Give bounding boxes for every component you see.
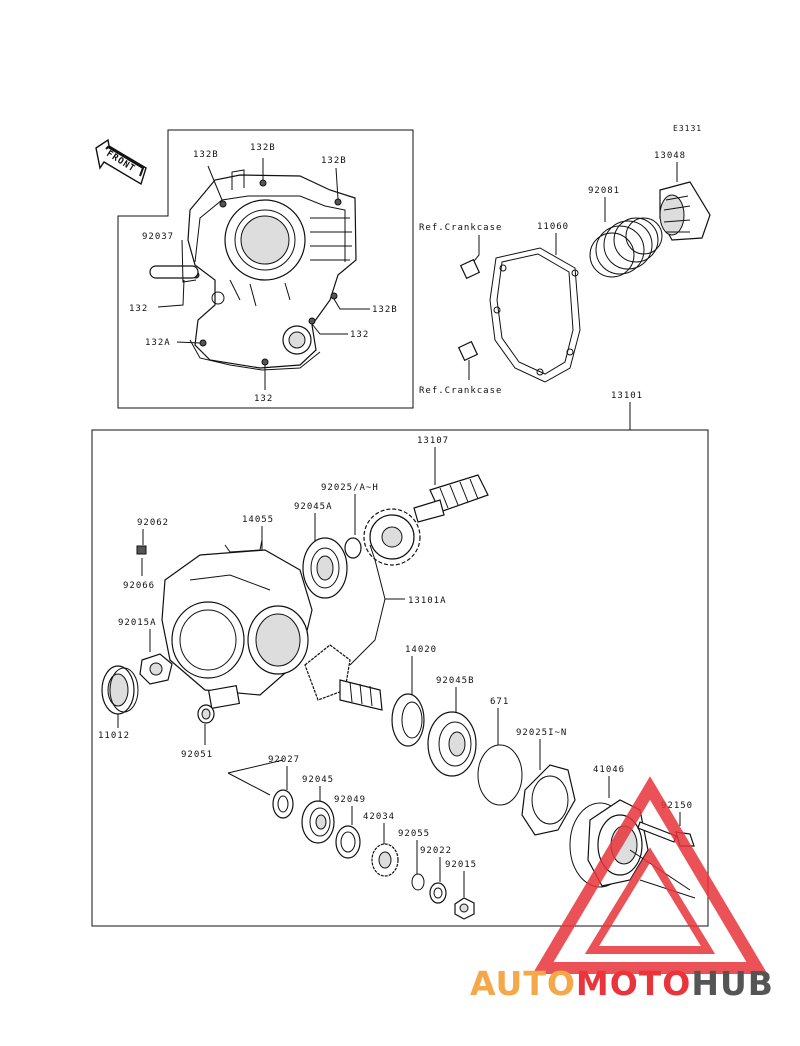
label-92055: 92055 xyxy=(398,829,430,839)
label-11060: 11060 xyxy=(537,222,569,232)
label-ref-crankcase-bottom: Ref.Crankcase xyxy=(419,386,502,396)
label-132a: 132A xyxy=(145,338,171,348)
label-92027: 92027 xyxy=(268,755,300,765)
washer-92022-drawing xyxy=(429,882,447,904)
label-132b-3: 132B xyxy=(321,156,347,166)
o-ring-671-drawing xyxy=(477,744,523,806)
crankcase-cover-drawing xyxy=(149,169,357,371)
diagram-code: E3131 xyxy=(673,124,702,133)
plug-92062-drawing xyxy=(136,545,147,555)
nut-92051-drawing xyxy=(197,704,215,724)
label-92025in: 92025I~N xyxy=(516,728,567,738)
coupling-13048-drawing xyxy=(659,181,711,241)
bearing-92045b-drawing xyxy=(427,711,477,777)
watermark-moto: MOTO xyxy=(576,964,691,1003)
label-92150: 92150 xyxy=(661,801,693,811)
watermark-text: AUTOMOTOHUB xyxy=(470,964,774,1003)
label-92015a: 92015A xyxy=(118,618,157,628)
label-92025ah: 92025/A~H xyxy=(321,483,379,493)
watermark-triangle-icon xyxy=(532,776,768,974)
nut-92015a-drawing xyxy=(139,653,173,685)
label-ref-crankcase-top: Ref.Crankcase xyxy=(419,223,502,233)
dowel-top-drawing xyxy=(459,258,481,280)
shim-92025in-drawing xyxy=(521,764,576,836)
label-92037: 92037 xyxy=(142,232,174,242)
pinion-shaft-13107-drawing xyxy=(413,474,489,523)
dowel-bottom-drawing xyxy=(457,340,479,362)
label-92066: 92066 xyxy=(123,581,155,591)
watermark-hub: HUB xyxy=(691,964,774,1003)
label-92051: 92051 xyxy=(181,750,213,760)
label-11012: 11012 xyxy=(98,731,130,741)
label-92015: 92015 xyxy=(445,860,477,870)
label-132b-4: 132B xyxy=(372,305,398,315)
bearing-92045a-drawing xyxy=(302,537,362,599)
label-13101a: 13101A xyxy=(408,596,447,606)
label-92022: 92022 xyxy=(420,846,452,856)
label-132b-2: 132B xyxy=(250,143,276,153)
label-14020: 14020 xyxy=(405,645,437,655)
label-92062: 92062 xyxy=(137,518,169,528)
label-92045: 92045 xyxy=(302,775,334,785)
main-assembly-frame xyxy=(91,429,709,927)
gear-92025-drawing xyxy=(363,508,421,566)
label-132-1: 132 xyxy=(129,304,148,314)
nut-92015-drawing xyxy=(454,897,475,920)
label-132b-1: 132B xyxy=(193,150,219,160)
gear-42034-drawing xyxy=(371,843,399,877)
label-13048: 13048 xyxy=(654,151,686,161)
label-41046: 41046 xyxy=(593,765,625,775)
label-132-2: 132 xyxy=(350,330,369,340)
label-671: 671 xyxy=(490,697,509,707)
cover-inset-frame xyxy=(117,129,414,409)
spring-92081-drawing xyxy=(589,217,663,278)
washer-92027-drawing xyxy=(272,789,294,819)
label-92045b: 92045B xyxy=(436,676,475,686)
watermark-auto: AUTO xyxy=(470,964,576,1003)
ring-92055-drawing xyxy=(411,873,425,891)
front-arrow-icon: FRONT xyxy=(95,138,147,186)
seal-11012-drawing xyxy=(101,665,139,715)
label-92045a: 92045A xyxy=(294,502,333,512)
bearing-92045-drawing xyxy=(301,800,335,844)
housing-14055-drawing xyxy=(161,539,313,709)
label-13101: 13101 xyxy=(611,391,643,401)
gasket-11060-drawing xyxy=(489,247,581,383)
watermark-logo xyxy=(532,776,768,974)
label-92049: 92049 xyxy=(334,795,366,805)
label-132-3: 132 xyxy=(254,394,273,404)
label-92081: 92081 xyxy=(588,186,620,196)
collar-14020-drawing xyxy=(391,693,425,747)
bevel-gear-13101a-drawing xyxy=(304,644,383,711)
seal-92049-drawing xyxy=(335,825,361,859)
label-14055: 14055 xyxy=(242,515,274,525)
label-13107: 13107 xyxy=(417,436,449,446)
label-42034: 42034 xyxy=(363,812,395,822)
